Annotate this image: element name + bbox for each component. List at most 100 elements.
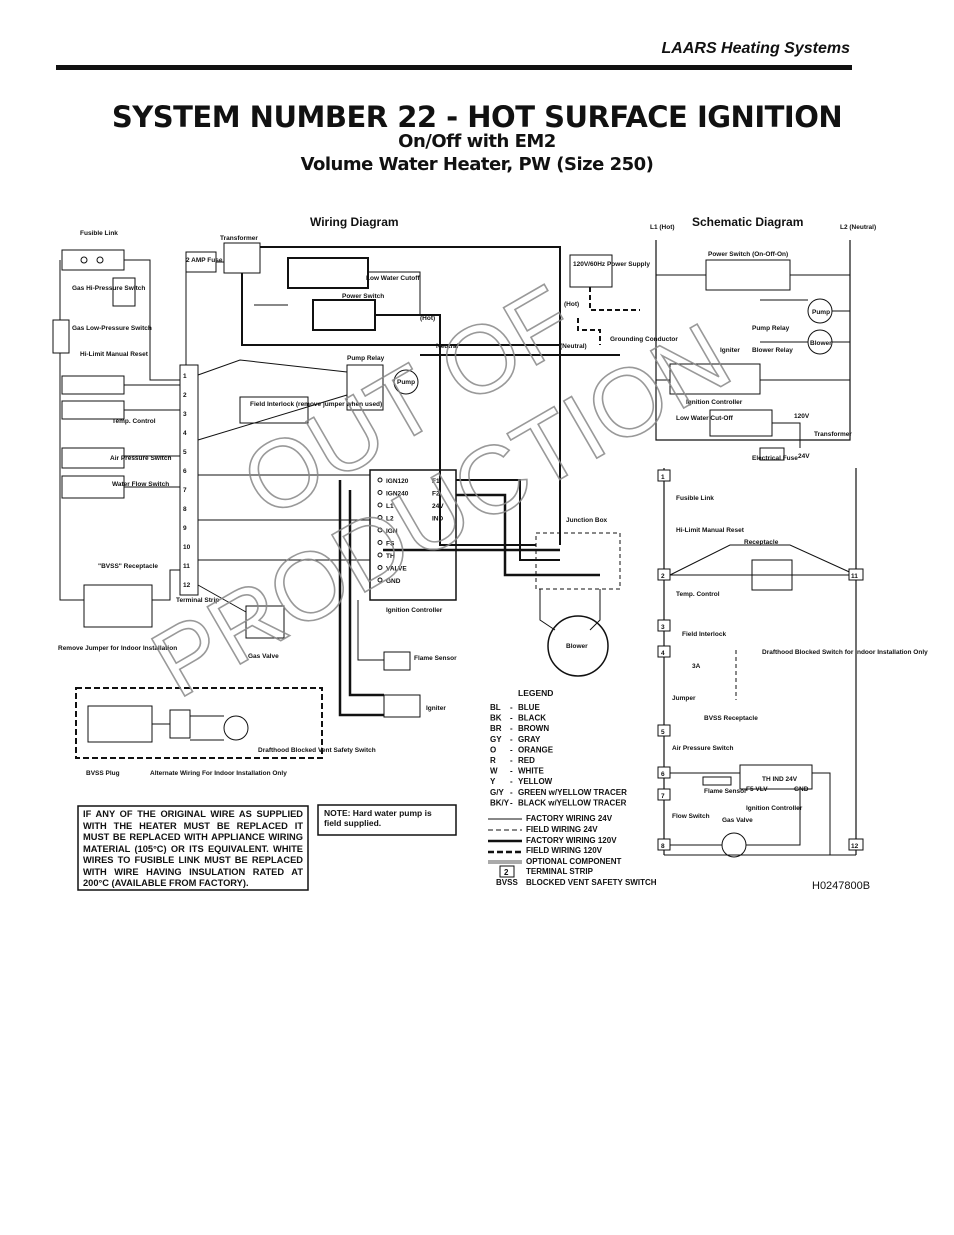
legend-color-name: BLACK — [518, 714, 546, 723]
schematic-node-box — [657, 619, 671, 632]
gas-low-pressure-switch-symbol — [52, 319, 70, 354]
sch-ic-terms-label: TH IND 24V — [762, 776, 798, 783]
legend-color-code: BK — [490, 714, 502, 723]
ic-terminal-label: IGN120 — [386, 478, 409, 485]
ic-terminal-dot — [377, 502, 383, 508]
terminal-number: 10 — [183, 544, 191, 551]
legend-color-dash: - — [510, 788, 513, 797]
terminal-strip — [179, 364, 199, 596]
sch-igniter-label: Igniter — [720, 347, 740, 354]
ic-right-terminal-label: F1 — [432, 478, 440, 485]
ic-terminal-dot — [377, 577, 383, 583]
terminal-number: 5 — [183, 449, 187, 456]
schematic-node-box — [848, 838, 864, 851]
legend-color-dash: - — [510, 703, 513, 712]
bvss-receptacle-symbol — [83, 584, 153, 628]
sch-fuse-label: Electrical Fuse — [752, 455, 798, 462]
neutral-label: Neutral — [436, 343, 459, 350]
sch-air-pressure-label: Air Pressure Switch — [672, 745, 733, 752]
schematic-node-label: 6 — [661, 771, 665, 778]
pump-relay-symbol — [346, 364, 384, 411]
legend-terminal-box — [499, 865, 515, 878]
document-id: H0247800B — [812, 880, 870, 892]
schematic-node-box — [657, 838, 671, 851]
sch-transformer-label: Transformer — [814, 431, 852, 438]
schematic-flame-sensor — [702, 776, 732, 786]
schematic-node-box — [657, 568, 671, 581]
schematic-heading: Schematic Diagram — [692, 215, 803, 229]
ic-terminal-label: VALVE — [386, 566, 407, 573]
gas-valve-label: Gas Valve — [248, 653, 279, 660]
ic-terminal-dot — [377, 490, 383, 495]
sch-low-water-label: Low Water Cut-Off — [676, 415, 734, 422]
grounding-label: Grounding Conductor — [610, 336, 678, 343]
hi-limit-symbol — [61, 375, 125, 395]
ic-terminal-label: L1 — [386, 503, 394, 510]
bvss-plug-label: BVSS Plug — [86, 770, 120, 777]
pump-note-box — [317, 804, 457, 836]
legend-color-code: BR — [490, 724, 502, 733]
warning-text: IF ANY OF THE ORIGINAL WIRE AS SUPPLIED … — [83, 809, 303, 888]
legend-color-code: BK/Y — [490, 798, 510, 807]
terminal-number: 8 — [183, 506, 187, 513]
schematic-ignition-controller-2 — [739, 764, 813, 790]
warning-box — [77, 805, 309, 891]
terminal-number: 9 — [183, 525, 187, 532]
legend-color-name: BROWN — [518, 724, 549, 733]
schematic-node-label: 5 — [661, 729, 665, 736]
ic-terminal-dot — [377, 477, 383, 483]
schematic-node-box — [848, 568, 864, 581]
legend-line-label: FACTORY WIRING 24V — [526, 814, 613, 823]
legend-color-name: BLUE — [518, 703, 540, 712]
terminal-number: 6 — [183, 468, 187, 475]
schematic-node-label: 12 — [851, 843, 859, 850]
power-switch-label: Power Switch — [342, 293, 384, 300]
ic-right-terminal-label: F2 — [432, 491, 440, 498]
pump-symbol — [393, 369, 419, 395]
legend-color-name: WHITE — [518, 767, 544, 776]
ignition-controller-label: Ignition Controller — [386, 607, 443, 614]
schematic-node-label: 11 — [851, 573, 858, 580]
schematic-low-water-cutoff — [709, 409, 773, 437]
legend-color-dash: - — [510, 735, 513, 744]
bvss-plug-symbol — [87, 705, 153, 743]
sch-flame-sensor-label: Flame Sensor — [704, 788, 747, 795]
sch-hi-limit-label: Hi-Limit Manual Reset — [676, 527, 745, 534]
flame-sensor-symbol — [383, 651, 411, 671]
ic-terminal-dot — [377, 552, 383, 558]
legend-color-dash: - — [510, 767, 513, 776]
sch-ic2-label: Ignition Controller — [746, 805, 803, 812]
sch-gnd-label: GND — [794, 786, 809, 793]
legend-color-code: O — [490, 745, 496, 754]
sch-fusible-link-label: Fusible Link — [676, 495, 714, 502]
ignition-controller-box — [369, 469, 457, 601]
sch-gas-valve-label: Gas Valve — [722, 817, 753, 824]
gas-low-label: Gas Low-Pressure Switch — [72, 325, 152, 332]
air-pressure-switch-symbol — [61, 447, 125, 469]
sch-power-switch-label: Power Switch (On-Off-On) — [708, 251, 788, 258]
legend-color-name: GRAY — [518, 735, 541, 744]
legend-color-name: YELLOW — [518, 777, 553, 786]
blower-symbol — [547, 615, 609, 677]
power-supply-label: 120V/60Hz Power Supply — [573, 261, 650, 268]
ic-terminal-dot — [377, 515, 383, 520]
ic-terminal-label: L2 — [386, 516, 394, 523]
remove-jumper-label: Remove Jumper for Indoor Installation — [58, 645, 177, 652]
schematic-pump-relay — [751, 559, 793, 591]
header-rule — [56, 65, 852, 70]
fuse-label: 2 AMP Fuse — [186, 257, 223, 264]
sch-3a-label: 3A — [692, 663, 701, 670]
low-water-cutoff-label: Low Water Cutoff — [366, 275, 420, 282]
schematic-ignition-controller — [669, 363, 761, 395]
igniter-symbol — [383, 694, 421, 718]
legend-color-code: W — [490, 767, 498, 776]
hot-label: (Hot) — [564, 301, 579, 308]
terminal-number: 3 — [183, 411, 187, 418]
terminal-number: 7 — [183, 487, 187, 494]
low-water-cutoff-symbol — [287, 257, 369, 289]
page-title: SYSTEM NUMBER 22 - HOT SURFACE IGNITION — [111, 100, 843, 134]
ic-terminal-label: IGN — [386, 528, 398, 535]
